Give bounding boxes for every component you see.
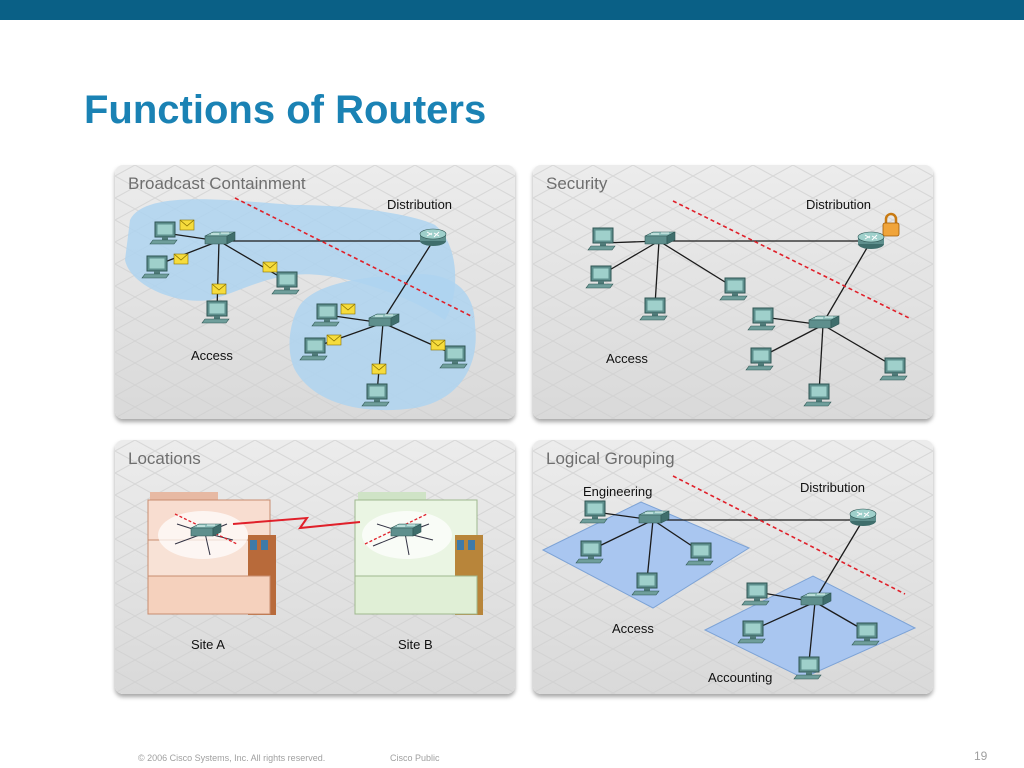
broadcast-diagram [115, 165, 515, 419]
wan-link-icon [232, 516, 361, 530]
envelope-icon [326, 334, 342, 346]
switch-icon [390, 523, 422, 537]
router-icon [419, 228, 447, 247]
access-label: Access [191, 348, 233, 363]
building-icon [354, 492, 483, 615]
top-bar [0, 0, 1024, 20]
building-icon [147, 492, 276, 615]
router-icon [849, 508, 877, 527]
switch-icon [638, 510, 670, 524]
locations-panel: Locations Site A Site B [115, 440, 515, 694]
envelope-icon [340, 303, 356, 315]
logical-grouping-panel: Logical Grouping Engineering Distributio… [533, 440, 933, 694]
envelope-icon [211, 283, 227, 295]
broadcast-domain-left [125, 199, 456, 320]
access-label: Access [606, 351, 648, 366]
switch-icon [204, 231, 236, 245]
security-diagram [533, 165, 933, 419]
site-a-label: Site A [191, 637, 225, 652]
accounting-area [703, 575, 917, 679]
broadcast-containment-panel: Broadcast Containment Distribution Acces… [115, 165, 515, 419]
panel-title: Logical Grouping [546, 449, 675, 468]
switch-icon [368, 313, 400, 327]
switch-icon [800, 592, 832, 606]
envelope-icon [262, 261, 278, 273]
envelope-icon [430, 339, 446, 351]
router-boundary-line [672, 200, 912, 320]
router-icon [857, 231, 885, 250]
site-b-label: Site B [398, 637, 433, 652]
switch-icon [190, 523, 222, 537]
panel-title: Locations [128, 449, 201, 468]
locations-diagram [115, 440, 515, 694]
engineering-area [541, 501, 751, 609]
panel-title: Security [546, 174, 608, 193]
access-label: Access [612, 621, 654, 636]
panel-title: Broadcast Containment [128, 174, 306, 193]
distribution-label: Distribution [800, 480, 866, 495]
security-panel: Security Distribution Access [533, 165, 933, 419]
distribution-label: Distribution [806, 197, 872, 212]
footer-copyright: © 2006 Cisco Systems, Inc. All rights re… [138, 753, 326, 763]
switch-icon [644, 231, 676, 245]
router-boundary-line [672, 475, 906, 595]
slide-title: Functions of Routers [84, 88, 487, 132]
accounting-label: Accounting [708, 670, 773, 685]
switch-icon [808, 315, 840, 329]
envelope-icon [173, 253, 189, 265]
envelope-icon [371, 363, 387, 375]
footer-classification: Cisco Public [390, 753, 440, 763]
logical-grouping-diagram [533, 440, 933, 694]
engineering-label: Engineering [583, 484, 653, 499]
page-number: 19 [974, 749, 988, 763]
router-boundary-line [234, 197, 474, 318]
distribution-label: Distribution [387, 197, 453, 212]
envelope-icon [179, 219, 195, 231]
